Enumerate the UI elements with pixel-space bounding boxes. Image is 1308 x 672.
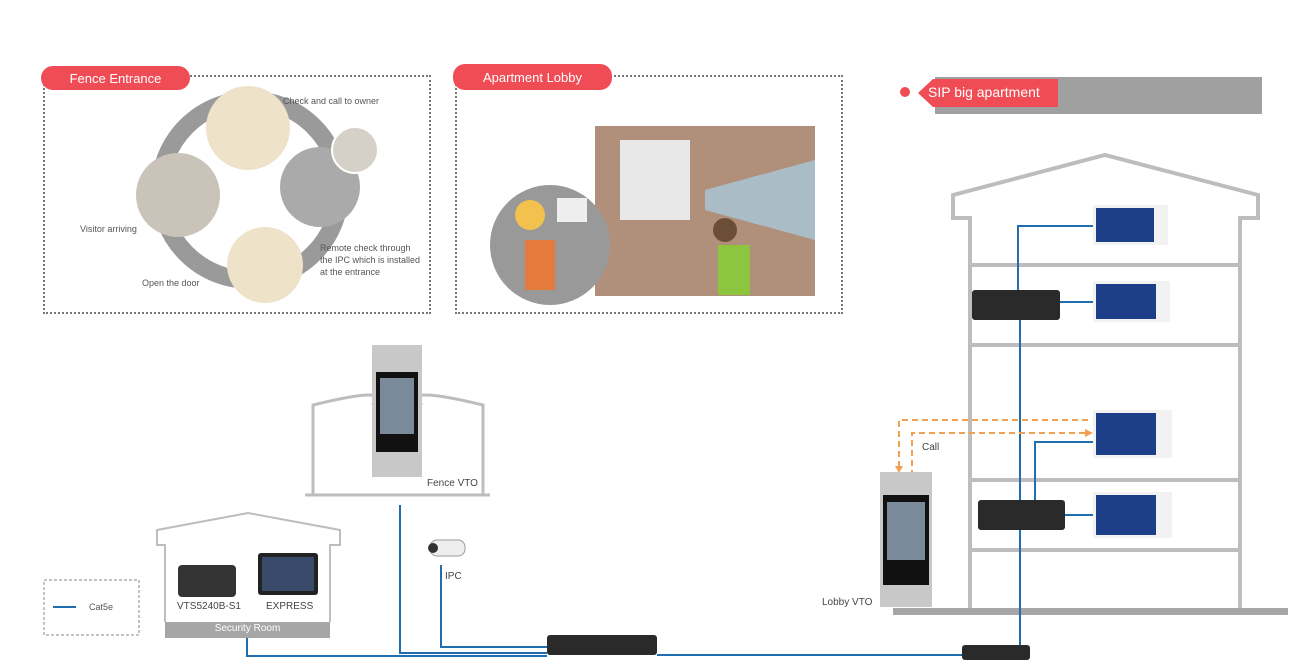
ipc-label: IPC	[445, 571, 462, 582]
vts-console	[178, 565, 236, 597]
call-label: Call	[922, 442, 940, 453]
fence-entrance-panel	[43, 75, 431, 314]
switches	[547, 290, 1065, 660]
ipc-camera	[428, 539, 466, 557]
step-open-door: Open the door	[142, 278, 200, 288]
apartment-lobby-title: Apartment Lobby	[453, 64, 612, 90]
sip-title: SIP big apartment	[928, 84, 1040, 100]
legend-cat5e: Cat5e	[89, 602, 114, 612]
step-remote-check-3: at the entrance	[320, 267, 381, 277]
vts-label: VTS5240B-S1	[177, 601, 241, 612]
security-room-house	[156, 511, 341, 622]
building	[951, 152, 1260, 612]
fence-entrance-title: Fence Entrance	[41, 66, 190, 90]
lobby-vto-label: Lobby VTO	[822, 597, 873, 608]
fence-vto-device	[372, 345, 422, 477]
step-remote-check-1: Remote check through	[320, 243, 411, 253]
fence-vto-label: Fence VTO	[427, 478, 478, 489]
step-remote-check-2: the IPC which is installed	[320, 255, 421, 265]
cat5e-cables	[246, 225, 1093, 657]
ground	[893, 608, 1288, 615]
express-label: EXPRESS	[266, 601, 314, 612]
apartment-lobby-panel	[455, 75, 843, 314]
indoor-monitors	[1093, 205, 1172, 538]
step-check-call: Check and call to owner	[283, 96, 380, 106]
step-visitor-arriving: Visitor arriving	[80, 224, 137, 234]
call-arrows	[898, 419, 1088, 472]
security-room-label: Security Room	[214, 623, 281, 634]
lobby-vto-device	[880, 472, 932, 607]
